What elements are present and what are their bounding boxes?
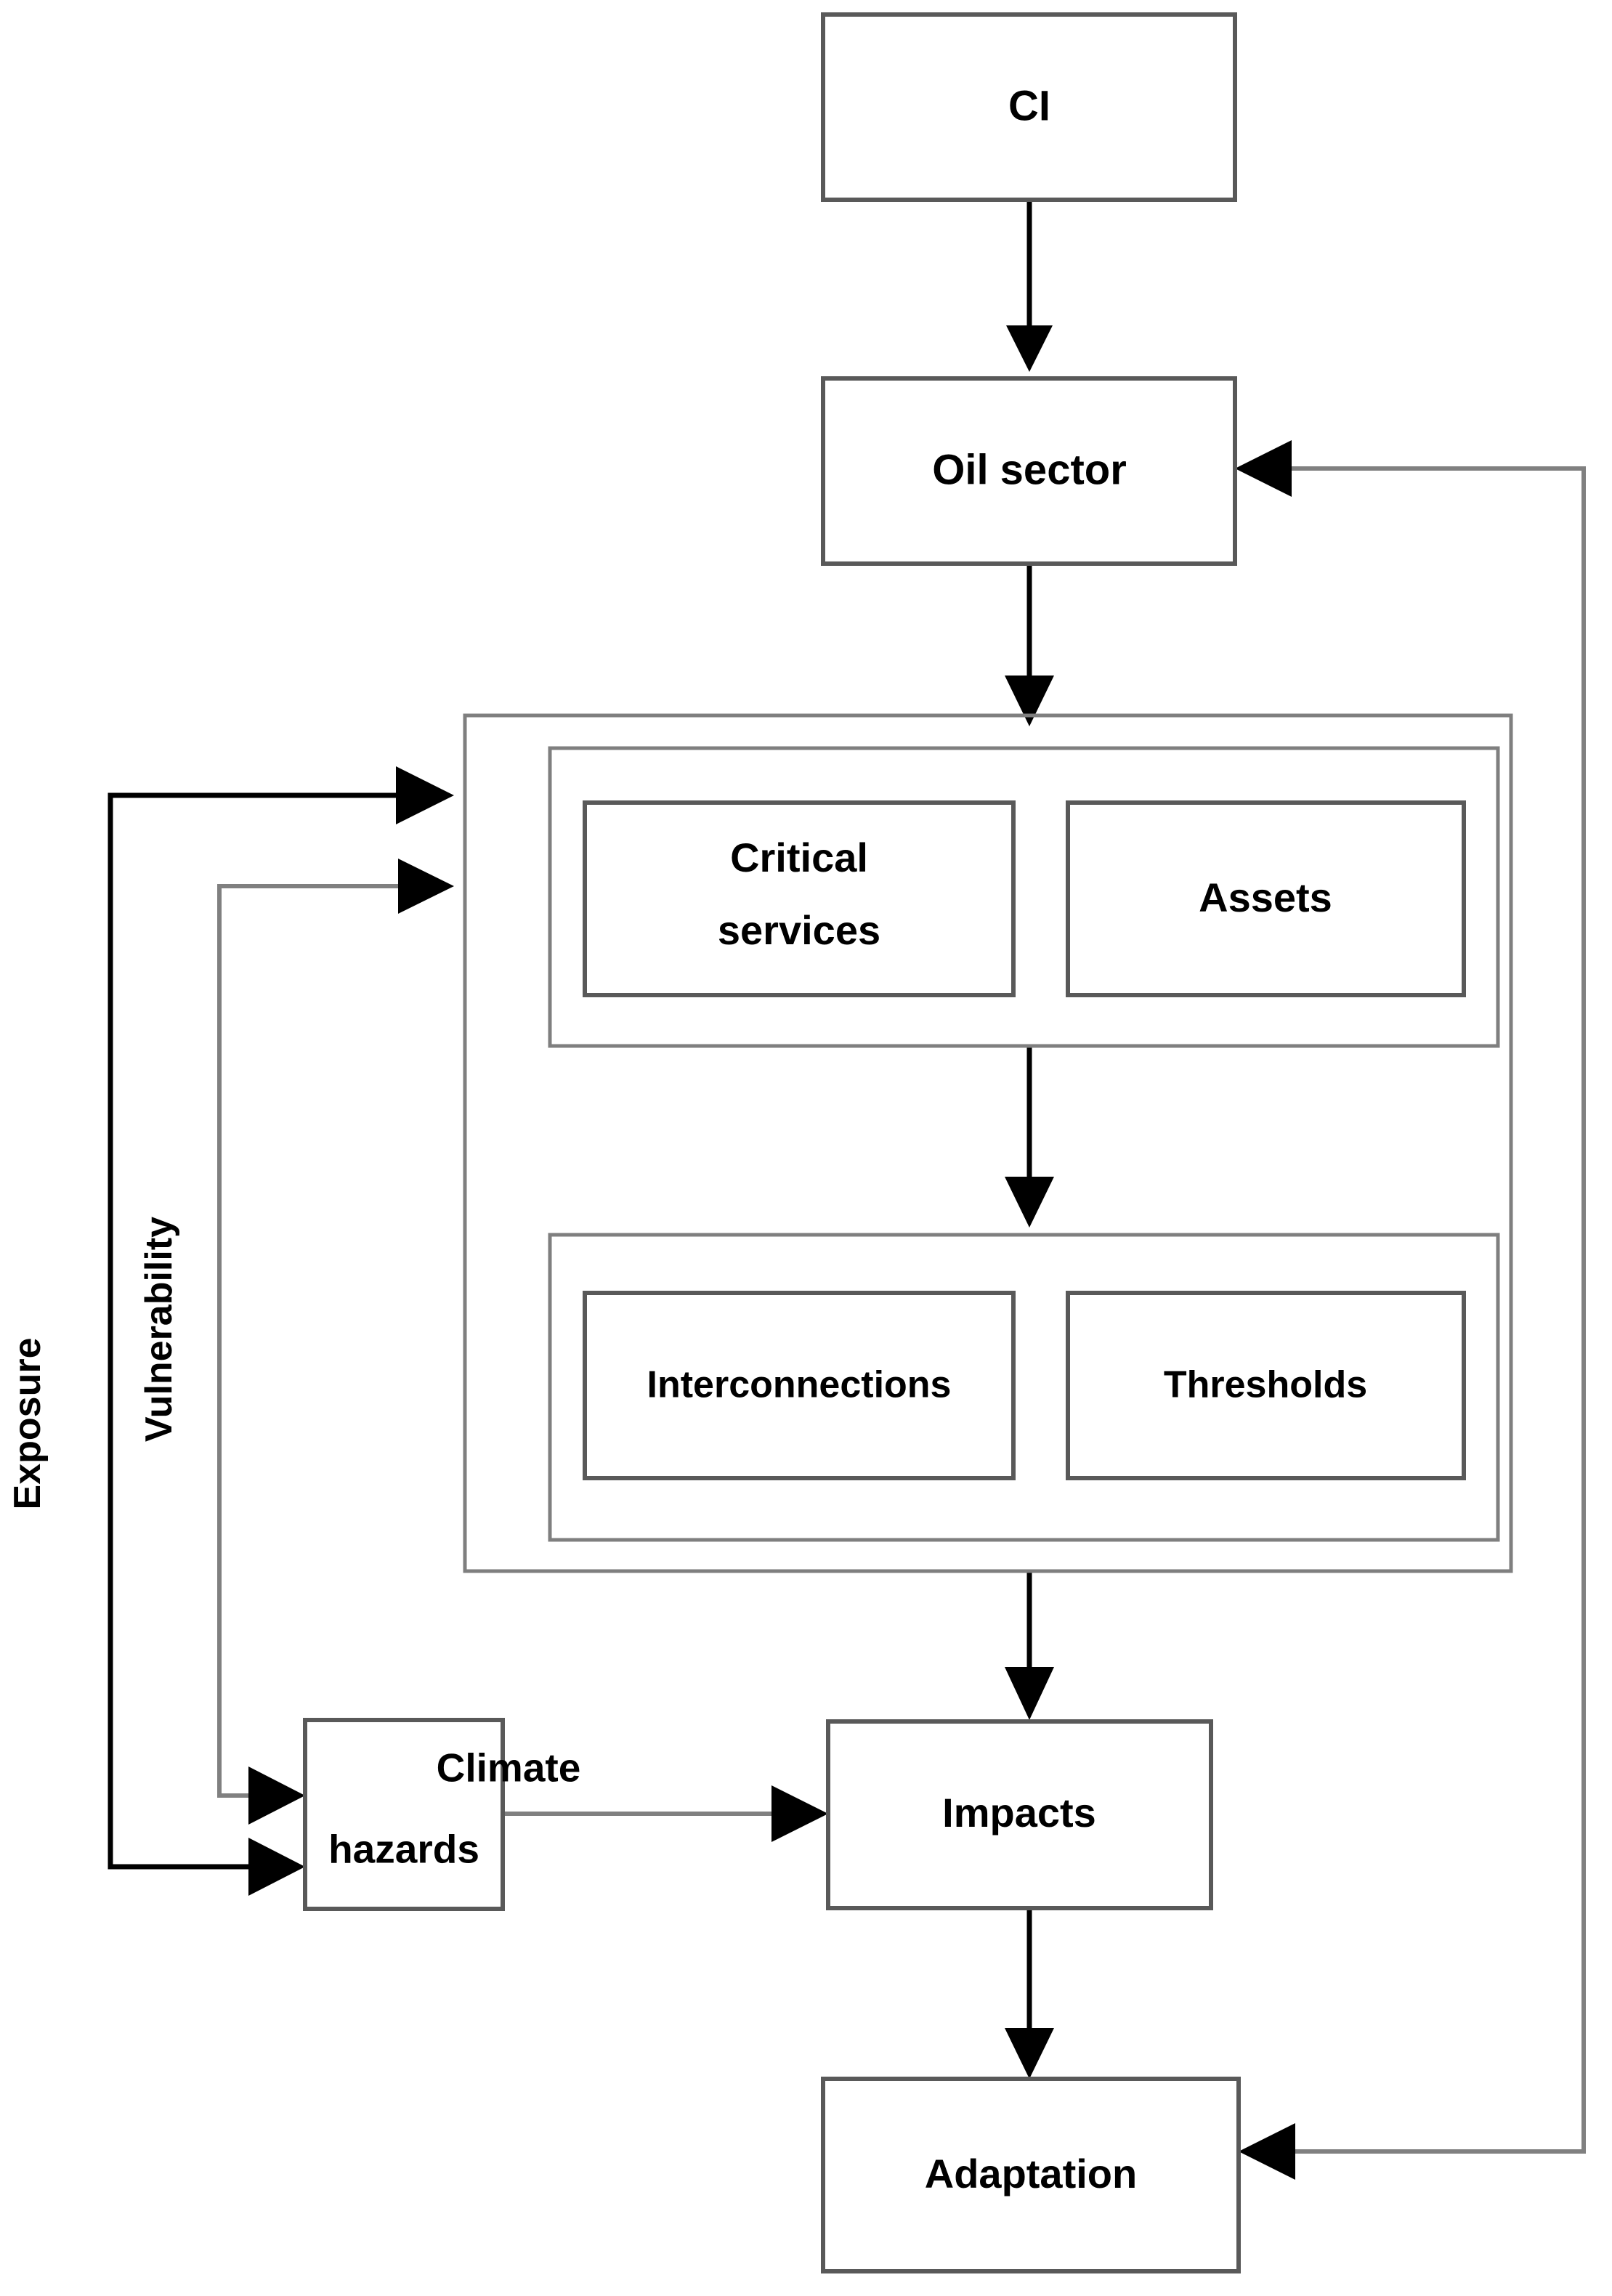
node-critical-services-label-line2: services [718, 907, 880, 953]
arrowhead-down-icon [1005, 2028, 1054, 2079]
edge-exposure-routing [108, 766, 454, 1896]
services-panel [548, 746, 1500, 1048]
node-ci[interactable]: CI [821, 12, 1237, 202]
arrowhead-left-icon [1239, 2123, 1295, 2180]
side-label-vulnerability-text: Vulnerability [138, 1217, 180, 1442]
node-critical-services[interactable]: Critical services [583, 800, 1016, 997]
node-thresholds-label: Thresholds [1164, 1364, 1367, 1406]
arrowhead-right-icon [771, 1785, 828, 1842]
edge-climate-hazards-to-impacts [503, 1785, 828, 1842]
arrowhead-down-icon [1005, 1177, 1054, 1228]
node-adaptation[interactable]: Adaptation [821, 2077, 1241, 2273]
side-label-exposure-text: Exposure [7, 1338, 49, 1510]
node-climate-hazards-label-line1: Climate [437, 1745, 581, 1790]
edge-services-to-interconnections [1005, 1044, 1054, 1228]
side-label-vulnerability: Vulnerability [138, 1217, 180, 1442]
node-ci-label: CI [1008, 82, 1050, 129]
node-oil-sector[interactable]: Oil sector [821, 376, 1237, 566]
side-label-exposure: Exposure [7, 1338, 49, 1510]
node-climate-hazards-label-line2: hazards [328, 1827, 479, 1872]
arrowhead-down-icon [1006, 325, 1053, 372]
edge-impacts-to-adaptation [1005, 1908, 1054, 2079]
arrowhead-right-icon [248, 1838, 305, 1896]
edge-container-to-impacts [1005, 1570, 1054, 1720]
node-interconnections[interactable]: Interconnections [583, 1291, 1016, 1480]
arrowhead-right-icon [396, 766, 454, 824]
node-impacts[interactable]: Impacts [826, 1719, 1213, 1910]
node-thresholds[interactable]: Thresholds [1066, 1291, 1466, 1480]
node-impacts-label: Impacts [942, 1790, 1096, 1835]
sector-container [463, 713, 1513, 1573]
edge-vulnerability-routing [217, 859, 454, 1825]
node-oil-sector-label: Oil sector [932, 446, 1127, 493]
node-assets-label: Assets [1199, 875, 1332, 920]
edge-adaptation-to-oil-sector-feedback [1235, 440, 1586, 2180]
arrowhead-down-icon [1005, 676, 1054, 726]
interconnections-panel [548, 1233, 1500, 1542]
edge-oil-sector-to-container [1005, 564, 1054, 726]
arrowhead-down-icon [1005, 1667, 1054, 1720]
arrowhead-right-icon [248, 1766, 305, 1825]
node-assets[interactable]: Assets [1066, 800, 1466, 997]
node-critical-services-label-line1: Critical [730, 835, 868, 880]
node-climate-hazards[interactable]: Climate hazards [303, 1718, 581, 1911]
node-interconnections-label: Interconnections [647, 1364, 952, 1406]
node-adaptation-label: Adaptation [925, 2151, 1137, 2196]
edge-ci-to-oil-sector [1006, 200, 1053, 372]
arrowhead-right-icon [398, 859, 454, 914]
arrowhead-left-icon [1235, 440, 1292, 497]
